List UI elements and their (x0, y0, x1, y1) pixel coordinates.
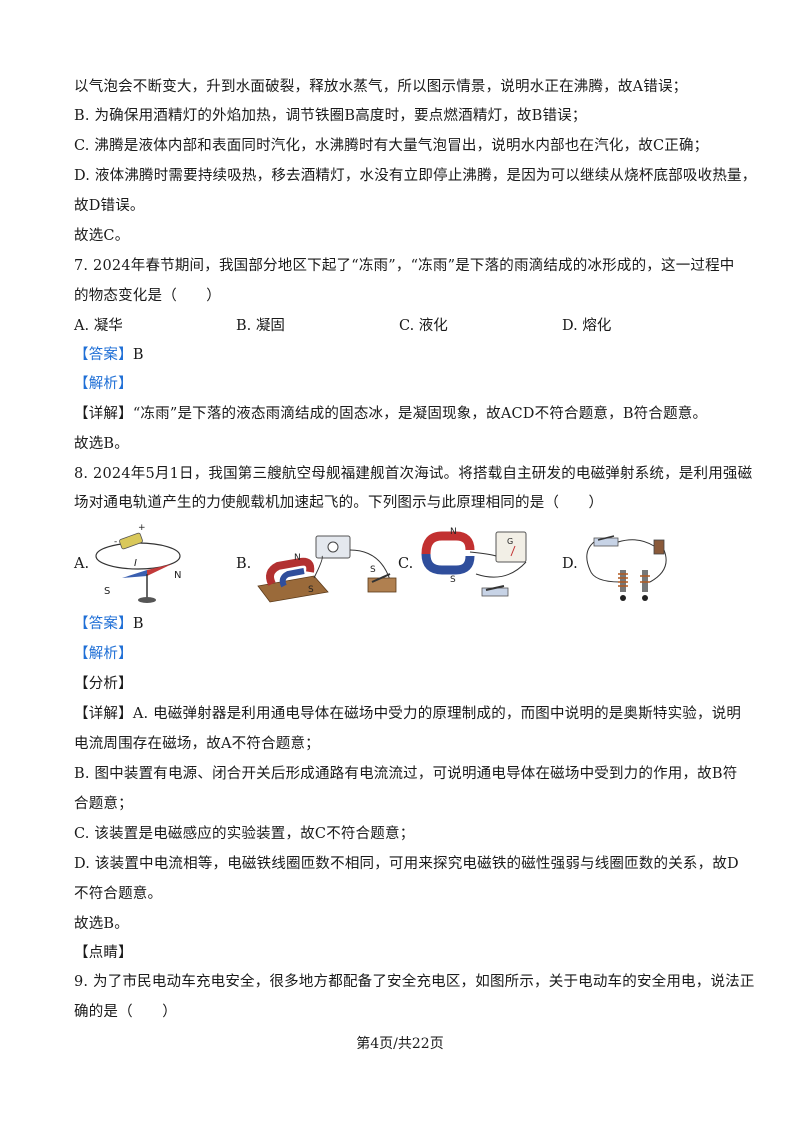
compass-needle-south (122, 570, 147, 578)
dianjing-line: 【点睛】 (74, 945, 133, 961)
option-c: C. 液化 (399, 318, 448, 334)
north-label: N (294, 553, 301, 563)
detail-text: A. 电磁弹射器是利用通电导体在磁场中受力的原理制成的，而图中说明的是奥斯特实验… (132, 706, 742, 722)
detail-line: 【详解】“冻雨”是下落的液态雨滴结成的固态冰，是凝固现象，故ACD不符合题意，B… (74, 404, 734, 424)
text-line: D. 液体沸腾时需要持续吸热，移去酒精灯，水没有立即停止沸腾，是因为可以继续从烧… (74, 168, 757, 184)
wooden-base (257, 575, 329, 603)
fenxi-line: 【分析】 (74, 676, 133, 692)
text-line: B. 为确保用酒精灯的外焰加热，调节铁圈B高度时，要点燃酒精灯，故B错误； (74, 108, 587, 124)
answer-line: 【答案】B (74, 614, 734, 634)
question-8-stem-cont: 场对通电轨道产生的力使舰载机加速起飞的。下列图示与此原理相同的是（ ） (74, 495, 604, 511)
north-label: N (174, 570, 181, 581)
meter-needle (510, 545, 516, 557)
option-d: D. 熔化 (562, 318, 612, 334)
current-label: I (134, 558, 137, 569)
plus-label: + (138, 523, 146, 533)
detail-line: 合题意； (74, 796, 133, 812)
figure-b-motor-principle: N S S (257, 535, 397, 603)
detail-line: C. 该装置是电磁感应的实验装置，故C不符合题意； (74, 826, 415, 842)
analysis-tag: 【解析】 (74, 376, 133, 392)
switch-lever (371, 573, 391, 583)
magnet-pole (421, 553, 475, 575)
meter-label: G (507, 537, 513, 546)
electromagnet-left (620, 570, 626, 592)
minus-label: - (114, 537, 117, 547)
question-9-stem-cont: 确的是（ ） (74, 1004, 177, 1020)
analysis-line: 【解析】 (74, 644, 734, 664)
north-label: N (450, 527, 457, 537)
switch-base (367, 577, 397, 593)
page-footer: 第4页/共22页 (356, 1036, 444, 1052)
figure-d-electromagnets (586, 535, 667, 601)
galvanometer (495, 531, 527, 563)
question-7-stem: 7. 2024年春节期间，我国部分地区下起了“冻雨”，“冻雨”是下落的雨滴结成的… (74, 258, 735, 274)
detail-line: D. 该装置中电流相等，电磁铁线圈匝数不相同，可用来探究电磁铁的磁性强弱与线圈匝… (74, 856, 739, 872)
switch-base (593, 537, 619, 547)
stand-base (138, 597, 156, 603)
analysis-tag: 【解析】 (74, 646, 133, 662)
wire-loop (95, 542, 181, 570)
option-a: A. 凝华 (74, 318, 123, 334)
switch-lever (597, 535, 615, 541)
pins-left (620, 595, 626, 601)
figure-c-label: C. (398, 556, 414, 572)
answer-line: 【答案】B (74, 345, 734, 365)
figure-b-label: B. (236, 556, 252, 572)
detail-tag: 【详解】 (74, 406, 133, 422)
horseshoe-magnet (421, 531, 475, 555)
option-b: B. 凝固 (236, 318, 285, 334)
figure-a-label: A. (74, 556, 90, 572)
text-line: 故D错误。 (74, 198, 145, 214)
detail-line: B. 图中装置有电源、闭合开关后形成通路有电流流过，可说明通电导体在磁场中受到力… (74, 766, 738, 782)
text-line: 以气泡会不断变大，升到水面破裂，释放水蒸气，所以图示情景，说明水正在沸腾，故A错… (74, 79, 688, 95)
magnet-pole (279, 568, 305, 588)
choose-line: 故选B。 (74, 916, 129, 932)
answer-tag: 【答案】 (74, 616, 133, 632)
battery-icon (119, 532, 143, 550)
detail-text: “冻雨”是下落的液态雨滴结成的固态冰，是凝固现象，故ACD不符合题意，B符合题意… (132, 406, 708, 422)
south-label: S (450, 575, 456, 585)
answer-value: B (132, 347, 144, 363)
text-line: C. 沸腾是液体内部和表面同时汽化，水沸腾时有大量气泡冒出，说明水内部也在汽化，… (74, 138, 709, 154)
power-knob (327, 541, 339, 553)
detail-line: 电流周围存在磁场，故A不符合题意； (74, 736, 320, 752)
analysis-line: 【解析】 (74, 374, 734, 394)
question-8-stem: 8. 2024年5月1日，我国第三艘航空母舰福建舰首次海试。将搭载自主研发的电磁… (74, 466, 753, 482)
detail-line: 【详解】A. 电磁弹射器是利用通电导体在磁场中受力的原理制成的，而图中说明的是奥… (74, 704, 741, 724)
answer-value: B (132, 616, 144, 632)
electromagnet-right (642, 570, 648, 592)
compass-needle-north (147, 564, 172, 576)
wires (586, 539, 667, 583)
rheostat (653, 539, 665, 555)
coil-windings (618, 573, 650, 587)
south-label: S (308, 585, 314, 595)
detail-tag: 【详解】 (74, 706, 133, 722)
south-label: S (104, 586, 110, 597)
question-9-stem: 9. 为了市民电动车充电安全，很多地方都配备了安全充电区，如图所示，关于电动车的… (74, 974, 755, 990)
choose-line: 故选B。 (74, 436, 129, 452)
switch-lever (485, 585, 505, 591)
wires (469, 551, 527, 578)
pins-right (642, 595, 648, 601)
answer-tag: 【答案】 (74, 347, 133, 363)
figure-d-label: D. (562, 556, 578, 572)
horseshoe-magnet (266, 557, 315, 586)
switch-label: S (370, 565, 376, 575)
figure-c-induction: N S G (421, 527, 527, 597)
figure-a-oersted: + - I S N (95, 523, 181, 603)
question-7-stem-cont: 的物态变化是（ ） (74, 288, 221, 304)
detail-line: 不符合题意。 (74, 886, 163, 902)
text-line: 故选C。 (74, 228, 130, 244)
